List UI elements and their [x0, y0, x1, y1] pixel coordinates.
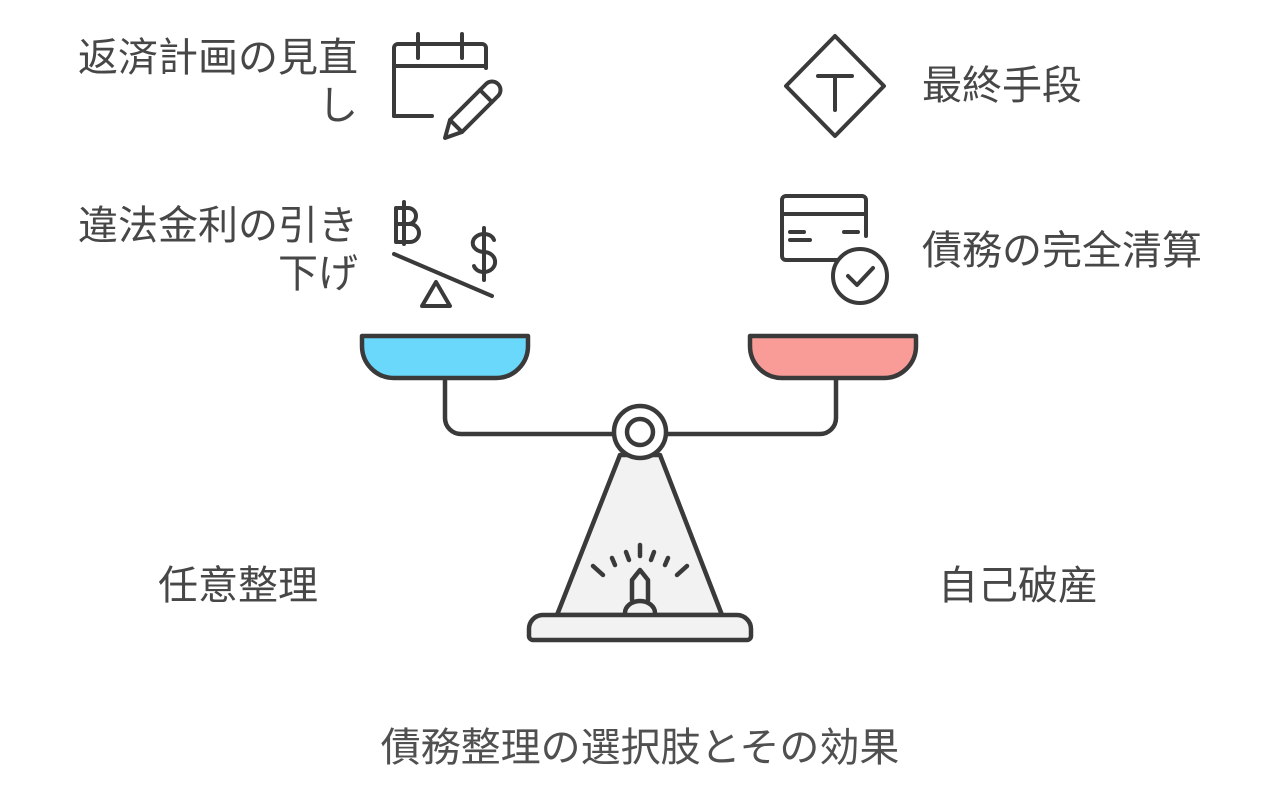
credit-card-check-icon	[780, 194, 889, 305]
calendar-edit-icon	[392, 32, 503, 140]
effect-label-full-debt-settlement: 債務の完全清算	[922, 228, 1202, 274]
effect-label-interest-reduction: 違法金利の引き 下げ	[20, 202, 358, 298]
effect-label-line1: 違法金利の引き	[78, 203, 358, 249]
currency-seesaw-icon	[392, 200, 498, 308]
option-label-voluntary-settlement: 任意整理	[158, 563, 318, 609]
effect-label-line2: 下げ	[278, 251, 358, 297]
diagram-title: 債務整理の選択肢とその効果	[380, 725, 900, 771]
left-pan	[359, 333, 531, 381]
alarm-light-icon	[590, 542, 690, 616]
base	[526, 612, 754, 643]
right-arm	[663, 375, 839, 437]
option-label-bankruptcy: 自己破産	[938, 563, 1098, 609]
effect-label-line2: し	[318, 83, 358, 129]
effect-label-last-resort: 最終手段	[922, 63, 1082, 109]
right-pan	[747, 333, 919, 381]
left-arm	[442, 375, 615, 437]
t-diamond-icon	[784, 34, 886, 138]
effect-label-repayment-plan: 返済計画の見直 し	[20, 34, 358, 130]
pivot-inner	[624, 416, 656, 448]
effect-label-line1: 返済計画の見直	[78, 35, 358, 81]
stand	[554, 452, 725, 618]
